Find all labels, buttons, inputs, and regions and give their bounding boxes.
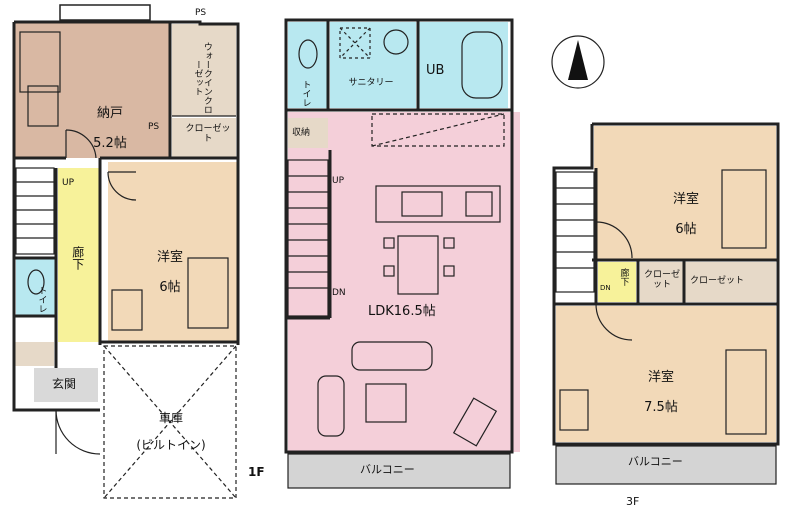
bedroom1-label: 洋室 6帖 (140, 236, 200, 296)
bedroom3a-fill (594, 126, 776, 260)
stair-up-label-2f: UP (332, 176, 345, 186)
hall1-label: 廊下 (70, 246, 85, 270)
floor1-label: 1F (248, 465, 265, 479)
floor3-plan (551, 35, 780, 485)
hall3-label: 廊下 (618, 268, 629, 286)
balcony3-label: バルコニー (628, 455, 683, 468)
bedroom3b-fill (556, 306, 776, 442)
bath-fill (418, 22, 508, 108)
storage-room-label: 納戸 5.2帖 (70, 92, 150, 152)
floor3-label: 3F (626, 495, 640, 508)
toilet1-fill (16, 258, 56, 316)
hall3-fill (598, 262, 636, 302)
toilet2-label: トイレ (300, 80, 311, 107)
garage-sub: (ビルトイン) (136, 438, 206, 453)
sanitary-fill (330, 22, 416, 108)
bedroom1-name: 洋室 (156, 249, 183, 265)
walkin-closet-label: ウォークインクローゼット (192, 42, 212, 114)
garage-label: 車庫 (ビルトイン) (116, 398, 226, 453)
closet-fill (172, 118, 236, 158)
bedroom3b-size: 7.5帖 (644, 399, 678, 415)
closet1-label: クローゼット (185, 124, 231, 145)
closet3-fill (640, 262, 776, 302)
balcony3-fill (556, 446, 776, 484)
storage-room-fill (14, 22, 170, 158)
north-arrow-icon (568, 40, 588, 80)
storage-room-size: 5.2帖 (93, 135, 127, 151)
stair-dn-label-2f: DN (332, 288, 346, 298)
toilet1-label: トイレ (36, 286, 47, 313)
entrance-fill (34, 368, 98, 402)
toilet2-fill (288, 22, 328, 108)
bedroom3a-name: 洋室 (672, 191, 699, 207)
sanitary-label: サニタリー (348, 78, 394, 88)
stair-up-label-1f: UP (62, 178, 75, 188)
closet3-small-label: クローゼット (643, 270, 680, 291)
floor1-plan (12, 4, 240, 499)
ps-label-mid: PS (148, 122, 160, 132)
storage2-label: 収納 (292, 128, 311, 138)
bedroom1-size: 6帖 (159, 279, 181, 295)
bedroom1-fill (108, 162, 238, 342)
balcony2-fill (288, 454, 510, 488)
entrance-label: 玄関 (52, 377, 77, 391)
bedroom3b-label: 洋室 7.5帖 (626, 356, 696, 416)
ldk-label: LDK16.5帖 (368, 304, 436, 319)
floor2-plan (284, 18, 520, 489)
bath-label: UB (426, 63, 445, 78)
balcony2-label: バルコニー (360, 463, 415, 476)
garage-name: 車庫 (158, 410, 183, 425)
ldk-fill (288, 112, 520, 452)
closet3-large-label: クローゼット (690, 276, 745, 286)
bedroom3a-size: 6帖 (675, 221, 697, 237)
storage-room-name: 納戸 (96, 105, 123, 121)
stair-dn-label-3f: DN (600, 284, 611, 292)
hall1-fill (58, 168, 100, 342)
walkin-fill (172, 24, 236, 116)
ps-label-top: PS (195, 8, 207, 18)
bedroom3a-label: 洋室 6帖 (656, 178, 716, 238)
bedroom3b-name: 洋室 (647, 369, 674, 385)
